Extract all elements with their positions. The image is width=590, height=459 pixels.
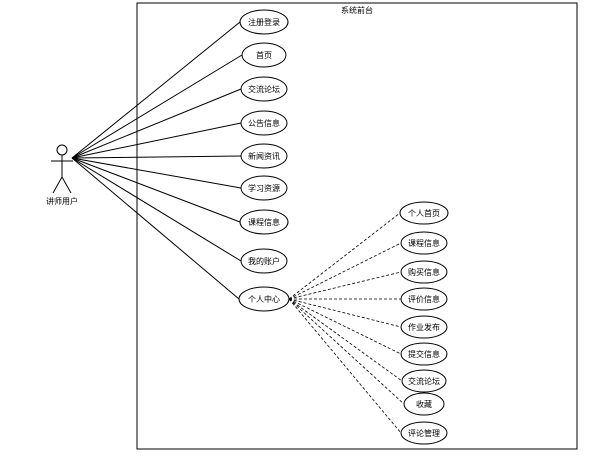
use-case-label: 新闻资讯	[248, 151, 280, 161]
use-case-label: 我的账户	[248, 256, 280, 266]
association-course-info	[71, 157, 241, 223]
sub-use-case-submit-info[interactable]: 提交信息	[400, 342, 448, 366]
actor: 讲师用户	[46, 144, 78, 206]
sub-use-case-personal-home[interactable]: 个人首页	[399, 201, 449, 225]
sub-use-case-course-info[interactable]: 课程信息	[400, 231, 448, 255]
sub-use-case-ellipse	[399, 201, 449, 225]
use-case-label: 交流论坛	[248, 84, 280, 94]
actor-right-leg	[61, 176, 72, 194]
include-favorites	[288, 298, 405, 405]
use-case-label: 公告信息	[248, 118, 280, 128]
association-announcement	[71, 122, 242, 159]
association-register-login	[71, 21, 241, 159]
use-case-ellipse	[240, 248, 288, 274]
use-case-learning-resources[interactable]: 学习资源	[240, 175, 288, 201]
use-case-my-account[interactable]: 我的账户	[240, 248, 288, 274]
association-home	[71, 54, 243, 159]
sub-use-case-comment-manage[interactable]: 评论管理	[400, 421, 448, 445]
include-purchase-info	[288, 271, 402, 300]
include-comment-manage	[288, 298, 402, 434]
sub-use-case-label: 购买信息	[408, 267, 440, 277]
association-personal-center	[71, 157, 240, 300]
sub-use-case-purchase-info[interactable]: 购买信息	[400, 260, 448, 284]
actor-label: 讲师用户	[46, 196, 78, 206]
system-boundary	[136, 2, 578, 450]
association-lines	[71, 21, 243, 300]
include-submit-info	[288, 298, 402, 355]
sub-use-case-review-info[interactable]: 评价信息	[400, 287, 448, 311]
include-lines	[288, 212, 405, 434]
association-forum	[71, 88, 242, 159]
association-learning-resources	[71, 157, 242, 189]
sub-use-case-label: 作业发布	[408, 322, 440, 332]
sub-use-case-forum[interactable]: 交流论坛	[401, 369, 447, 393]
use-case-ellipse	[240, 143, 288, 169]
include-personal-home	[288, 212, 401, 300]
sub-use-case-favorites[interactable]: 收藏	[403, 392, 445, 416]
use-case-register-login[interactable]: 注册登录	[239, 9, 289, 35]
use-case-ellipse	[240, 110, 288, 136]
sub-use-case-label: 交流论坛	[408, 376, 440, 386]
sub-use-case-ellipse	[400, 287, 448, 311]
use-case-ellipse	[240, 175, 288, 201]
use-case-ellipse	[239, 9, 289, 35]
use-case-label: 首页	[256, 50, 272, 60]
use-case-news[interactable]: 新闻资讯	[240, 143, 288, 169]
use-case-label: 课程信息	[248, 217, 280, 227]
use-case-home[interactable]: 首页	[241, 42, 287, 68]
actor-left-leg	[52, 176, 63, 194]
sub-use-case-ellipse	[401, 369, 447, 393]
sub-use-case-label: 评价信息	[408, 294, 440, 304]
association-my-account	[71, 157, 242, 262]
sub-use-case-label: 提交信息	[408, 349, 440, 359]
sub-use-case-homework-publish[interactable]: 作业发布	[400, 315, 448, 339]
use-case-label: 学习资源	[248, 183, 280, 193]
sub-use-case-ellipse	[400, 342, 448, 366]
use-case-course-info[interactable]: 课程信息	[239, 209, 289, 235]
use-case-label: 个人中心	[248, 294, 280, 304]
include-homework-publish	[288, 298, 402, 328]
sub-use-case-ellipse	[400, 231, 448, 255]
sub-use-case-label: 评论管理	[408, 428, 440, 438]
sub-use-case-ellipse	[403, 392, 445, 416]
sub-use-case-ellipse	[400, 315, 448, 339]
use-case-personal-center[interactable]: 个人中心	[238, 286, 290, 312]
include-course-info	[288, 242, 402, 300]
sub-use-case-label: 课程信息	[408, 238, 440, 248]
use-case-ellipse	[239, 209, 289, 235]
actor-head	[56, 144, 68, 156]
use-case-ellipse	[238, 286, 290, 312]
sub-use-case-ellipse	[400, 421, 448, 445]
use-case-announcement[interactable]: 公告信息	[240, 110, 288, 136]
sub-use-case-label: 个人首页	[408, 208, 440, 218]
include-forum	[288, 298, 403, 382]
sub-use-case-label: 收藏	[416, 399, 432, 409]
use-case-forum[interactable]: 交流论坛	[240, 76, 288, 102]
system-title: 系统前台	[341, 5, 373, 15]
sub-use-case-ellipse	[400, 260, 448, 284]
use-case-ellipse	[240, 76, 288, 102]
use-case-label: 注册登录	[248, 17, 280, 27]
association-news	[71, 155, 242, 159]
use-case-ellipse	[241, 42, 287, 68]
